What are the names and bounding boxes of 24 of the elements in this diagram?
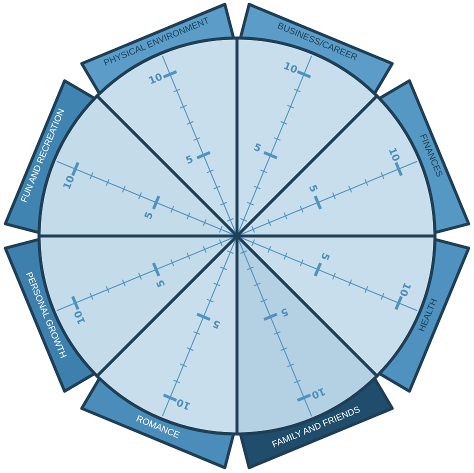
category-tab bbox=[4, 238, 96, 393]
category-tab bbox=[378, 79, 470, 234]
scale-number: 10 bbox=[386, 146, 400, 164]
scale-number: 5 bbox=[184, 154, 195, 167]
scale-number: 10 bbox=[62, 174, 77, 192]
scale-number: 10 bbox=[309, 384, 326, 400]
scale-number: 10 bbox=[74, 308, 88, 326]
category-tab bbox=[238, 376, 394, 470]
category-tab bbox=[80, 2, 236, 96]
category-tab bbox=[238, 2, 394, 96]
scale-number: 5 bbox=[279, 305, 290, 318]
scale-number: 5 bbox=[306, 184, 318, 194]
scale-number: 5 bbox=[144, 211, 156, 222]
category-tab bbox=[378, 238, 470, 393]
scale-number: 5 bbox=[252, 143, 262, 156]
scale-number: 5 bbox=[318, 250, 330, 261]
scale-number: 10 bbox=[397, 280, 412, 298]
category-tab bbox=[80, 376, 236, 470]
category-tab bbox=[4, 79, 96, 234]
scale-number: 10 bbox=[176, 396, 192, 411]
scale-number: 10 bbox=[282, 61, 298, 76]
scale-number: 5 bbox=[156, 278, 168, 288]
scale-number: 5 bbox=[212, 316, 222, 329]
scale-number: 10 bbox=[148, 72, 165, 88]
